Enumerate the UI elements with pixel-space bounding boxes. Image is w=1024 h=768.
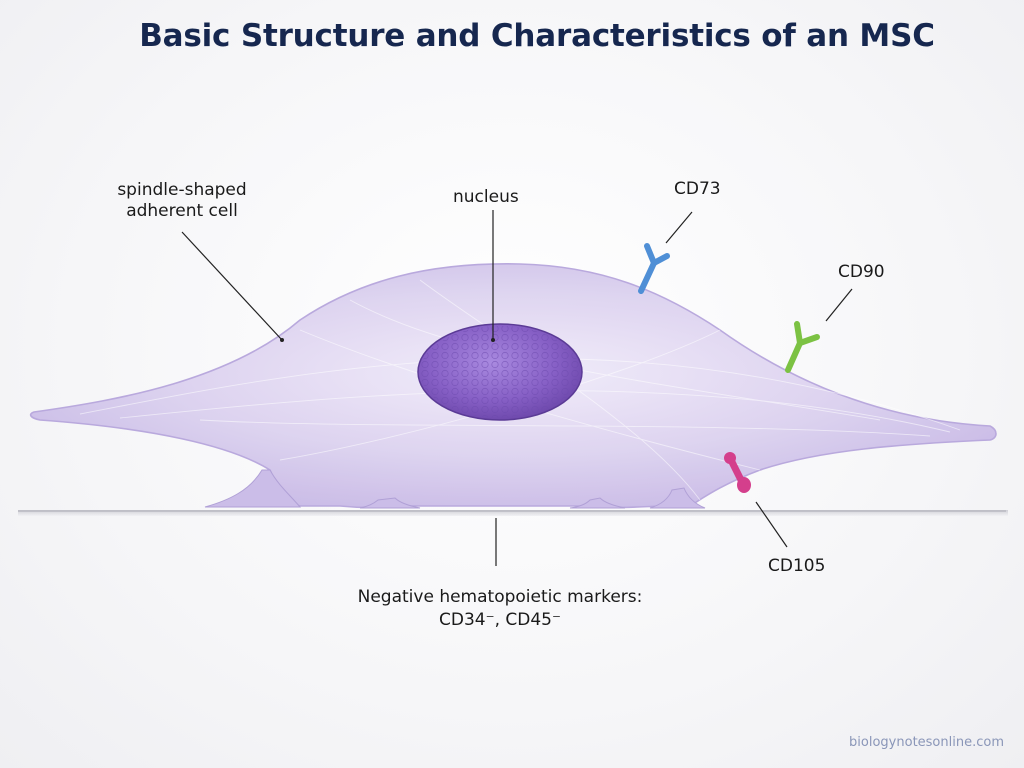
- spindle-cell-label: spindle-shaped adherent cell: [112, 180, 252, 222]
- negative-label-line1: Negative hematopoietic markers:: [357, 587, 643, 607]
- spindle-label-line1: spindle-shaped: [117, 180, 247, 200]
- cd73-label: CD73: [674, 179, 721, 199]
- nucleus-label: nucleus: [453, 187, 519, 207]
- cd105-label: CD105: [768, 556, 826, 576]
- cd90-label: CD90: [838, 262, 885, 282]
- cd90-leader: [825, 288, 853, 322]
- cd73-leader: [665, 211, 693, 244]
- cd90-marker: [785, 321, 820, 373]
- cd105-leader: [755, 501, 788, 548]
- cd73-marker: [638, 243, 670, 294]
- negative-markers-label: Negative hematopoietic markers: CD34⁻, C…: [340, 586, 660, 632]
- cd105-marker: [724, 452, 751, 493]
- negative-label-line2: CD34⁻, CD45⁻: [439, 610, 561, 630]
- source-watermark: biologynotesonline.com: [849, 735, 1004, 750]
- substrate-surface: [18, 510, 1008, 516]
- leader-lines: [181, 210, 853, 566]
- diagram-title: Basic Structure and Characteristics of a…: [139, 18, 935, 54]
- focal-adhesions: [204, 469, 706, 509]
- spindle-leader: [181, 231, 283, 341]
- spindle-label-line2: adherent cell: [126, 201, 238, 221]
- nucleus-texture: [420, 326, 580, 418]
